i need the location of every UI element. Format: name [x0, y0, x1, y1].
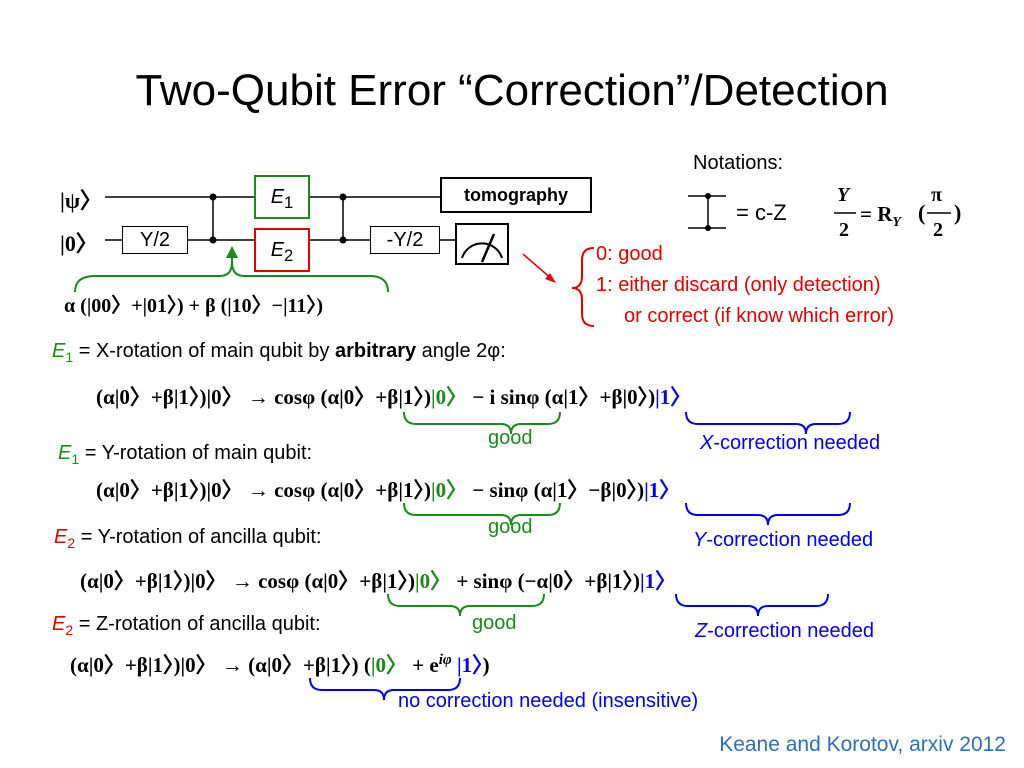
e1-gate: E1 [254, 175, 310, 219]
ry-paren-open: ( [918, 200, 926, 225]
case-3-correction: Z-correction needed [695, 620, 874, 642]
case-2-correction: Y-correction needed [693, 529, 874, 551]
ry-arg-den: 2 [933, 219, 943, 241]
credit: Keane and Korotov, arxiv 2012 [719, 733, 1006, 756]
case-4-correction: no correction needed (insensitive) [398, 690, 699, 712]
neg-y2-gate: -Y/2 [370, 226, 440, 254]
e2-gate: E2 [254, 228, 310, 272]
case-1-label: E1 = X-rotation of main qubit by arbitra… [52, 340, 506, 365]
case-2-good: good [488, 516, 533, 538]
notations-label: Notations: [693, 152, 784, 174]
case-1-good: good [488, 427, 533, 449]
ry-den: 2 [839, 219, 849, 241]
ry-num: Y [837, 184, 850, 206]
case-2-label: E1 = Y-rotation of main qubit: [58, 442, 313, 467]
tomography-box: tomography [440, 177, 592, 213]
ry-eq: = RY [860, 202, 901, 231]
case-3-good: good [472, 612, 517, 634]
circuit-state: α (|00〉+|01〉) + β (|10〉−|11〉) [64, 295, 324, 317]
case-3-label: E2 = Y-rotation of ancilla qubit: [54, 526, 322, 551]
ry-paren-close: ) [954, 200, 962, 225]
psi-label: |ψ〉 [60, 188, 102, 213]
case-4-equation: (α|0〉+β|1〉)|0〉 → (α|0〉+β|1〉) (|0〉 + eiφ … [70, 652, 490, 677]
page-title: Two-Qubit Error “Correction”/Detection [135, 66, 889, 115]
outcome-1-cont: or correct (if know which error) [624, 305, 895, 327]
outcome-1: 1: either discard (only detection) [596, 274, 881, 296]
zero-label: |0〉 [60, 231, 98, 256]
case-3-equation: (α|0〉+β|1〉)|0〉 → cosφ (α|0〉+β|1〉)|0〉 + s… [80, 569, 677, 593]
case-4-label: E2 = Z-rotation of ancilla qubit: [52, 613, 321, 638]
outcome-0: 0: good [596, 243, 663, 265]
y2-gate: Y/2 [122, 226, 188, 254]
cz-notation: = c-Z [736, 200, 787, 225]
case-2-equation: (α|0〉+β|1〉)|0〉 → cosφ (α|0〉+β|1〉)|0〉 − s… [96, 478, 681, 502]
ry-arg-num: π [931, 184, 942, 206]
case-1-correction: X-correction needed [700, 432, 881, 454]
case-1-equation: (α|0〉+β|1〉)|0〉 → cosφ (α|0〉+β|1〉)|0〉 − i… [96, 385, 692, 409]
